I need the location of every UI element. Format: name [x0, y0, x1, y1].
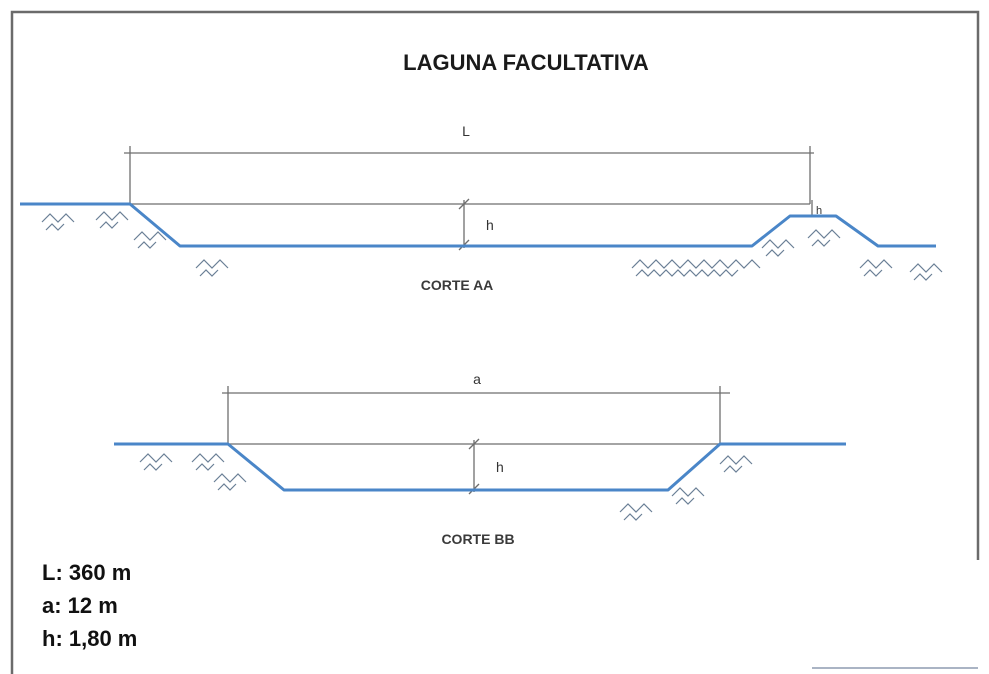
- soil-hatching-aa: [41, 211, 943, 281]
- depth-label-aa: h: [486, 217, 494, 233]
- legend-item-depth: h: 1,80 m: [42, 626, 138, 651]
- legend-item-length: L: 360 m: [42, 560, 132, 585]
- depth-tick-top-bb: [468, 438, 480, 450]
- dimensions-legend: L: 360 m a: 12 m h: 1,80 m: [42, 556, 137, 655]
- berm-label: h: [816, 205, 822, 217]
- section-aa-label: CORTE AA: [421, 277, 494, 293]
- section-bb: a h CORTE BB: [114, 371, 846, 547]
- soil-hatching-bb: [139, 453, 753, 521]
- terrain-profile-aa: [20, 202, 936, 248]
- width-label: a: [473, 371, 481, 387]
- section-aa: L h h: [20, 123, 943, 293]
- depth-tick-top-aa: [458, 198, 470, 210]
- section-bb-label: CORTE BB: [441, 531, 514, 547]
- length-label: L: [462, 123, 470, 139]
- legend-item-width: a: 12 m: [42, 593, 118, 618]
- diagram-title: LAGUNA FACULTATIVA: [403, 50, 649, 75]
- frame-border: [10, 10, 980, 674]
- terrain-profile-bb: [114, 442, 846, 492]
- depth-label-bb: h: [496, 459, 504, 475]
